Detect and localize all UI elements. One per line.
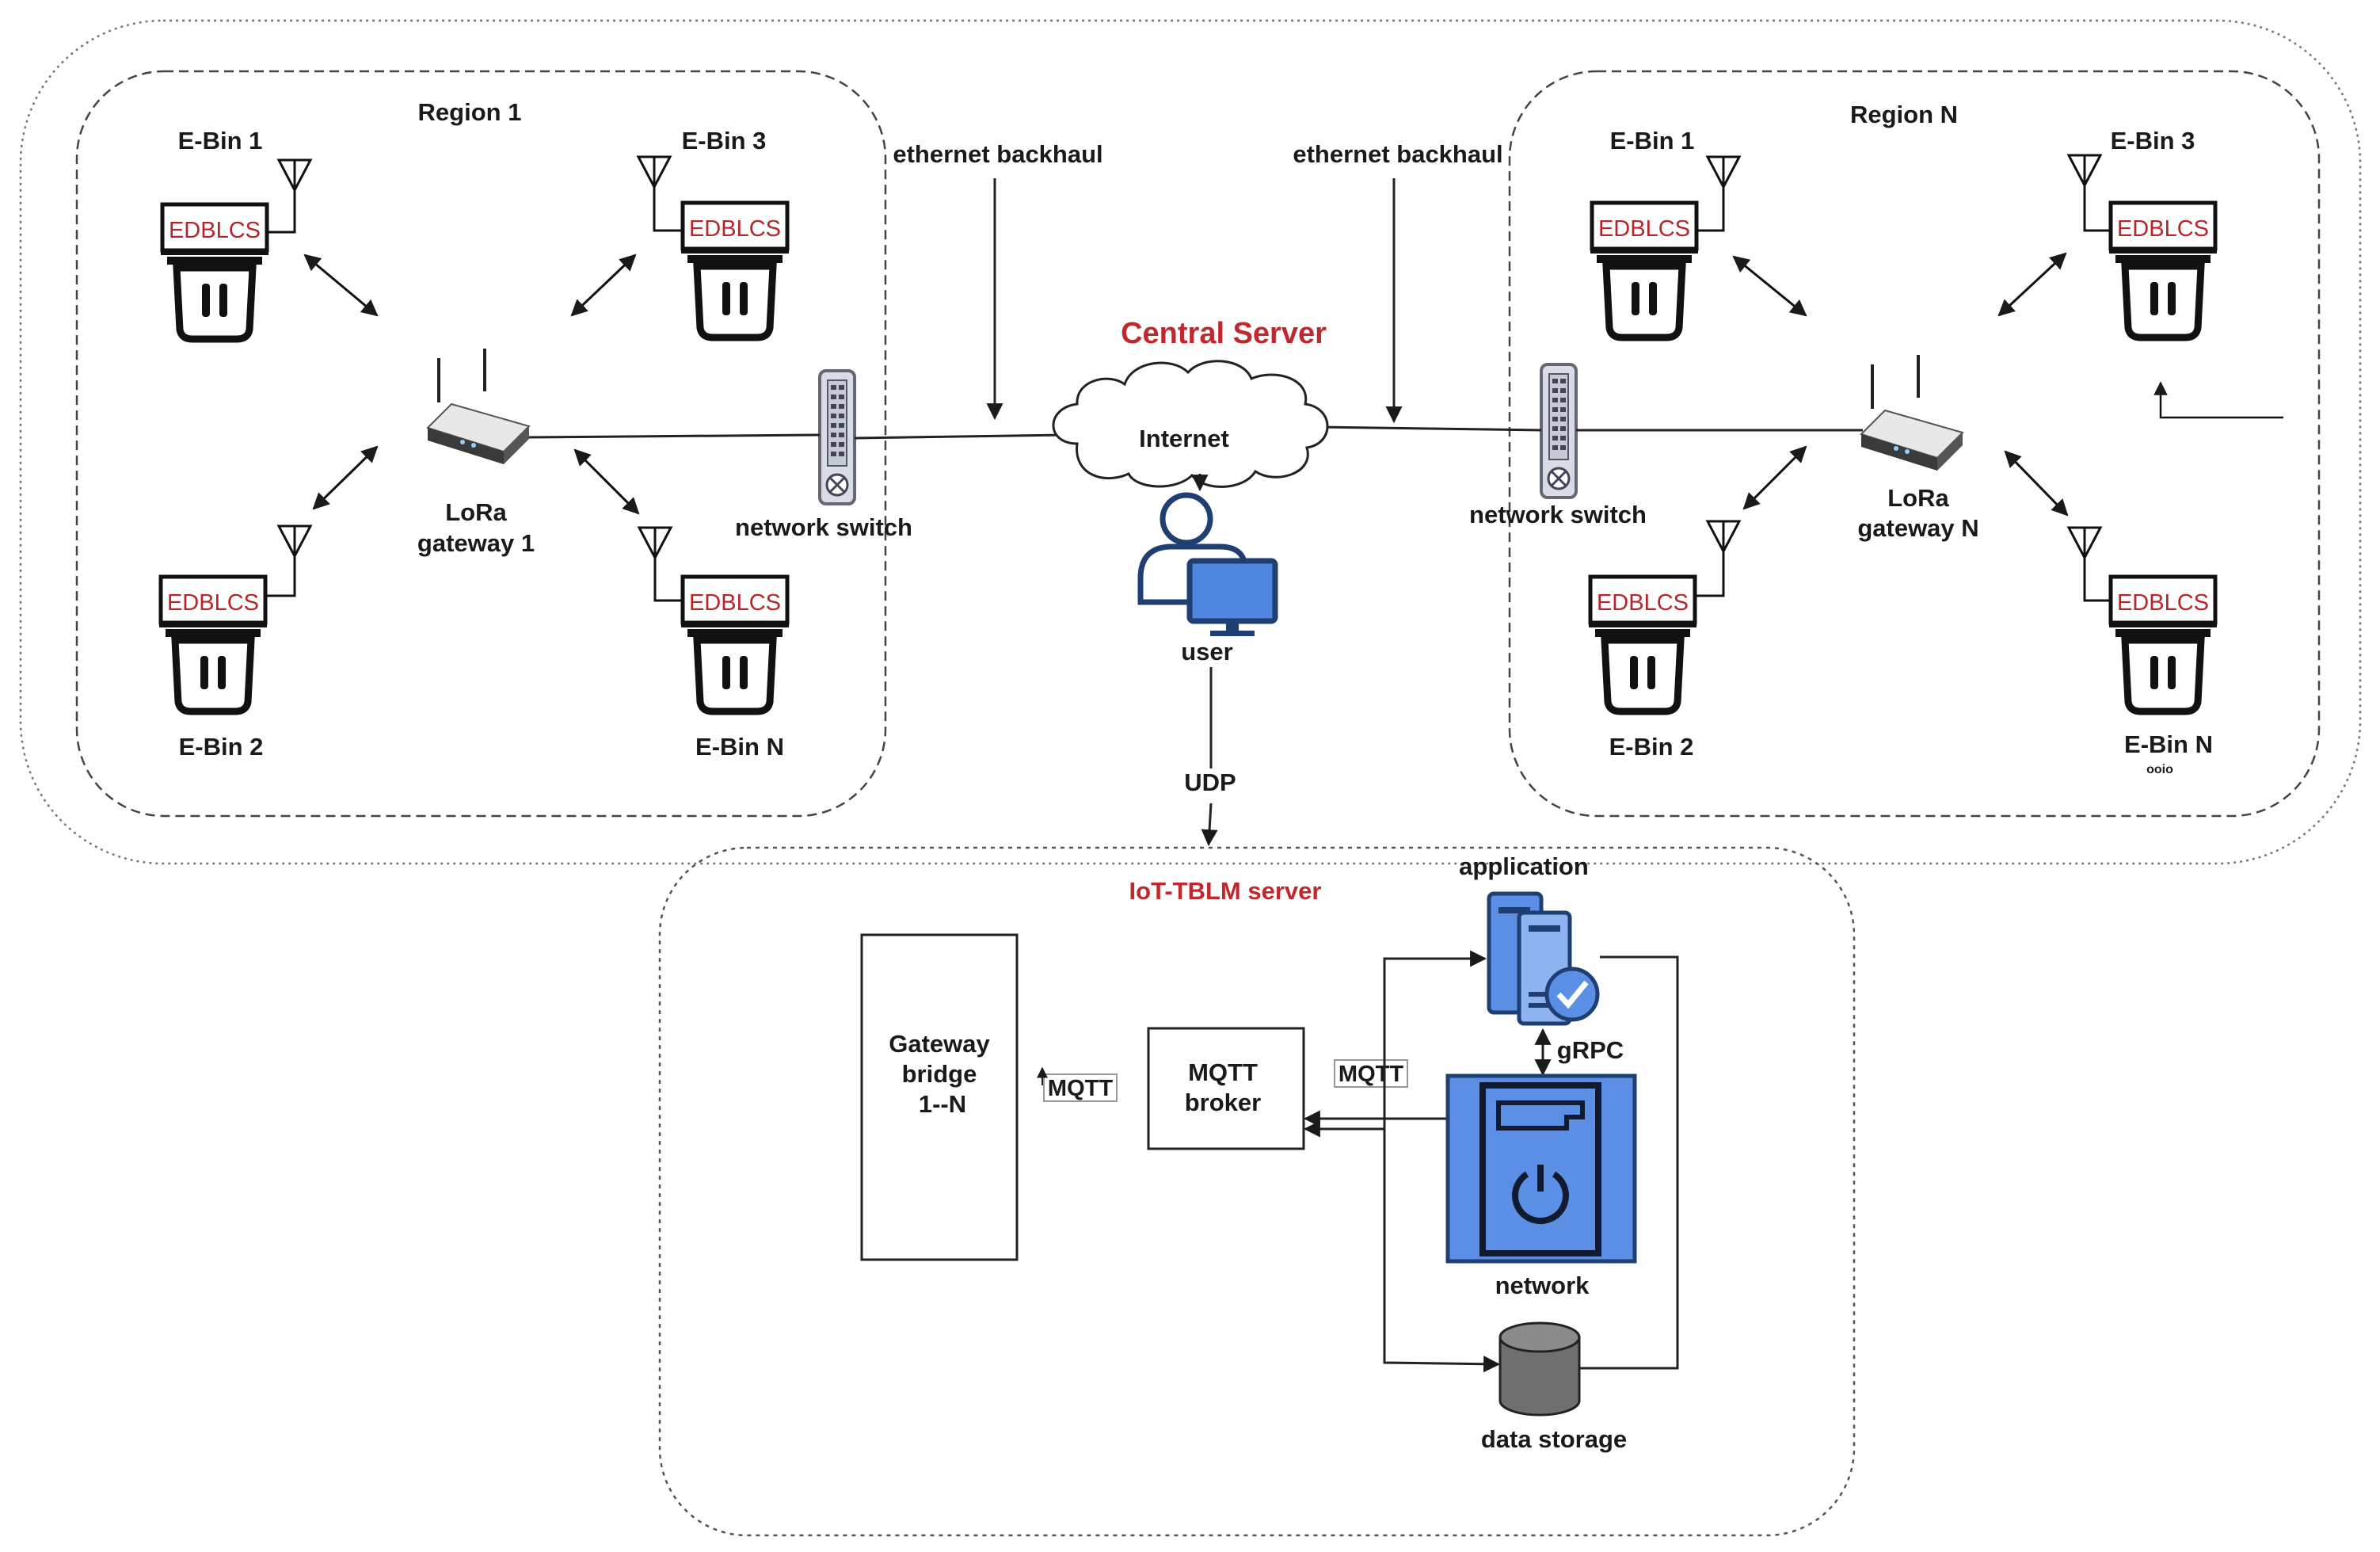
gateway-label-line2: gateway 1 xyxy=(417,529,535,557)
user-label: user xyxy=(1181,638,1232,665)
antenna-icon xyxy=(2067,154,2102,187)
radio-link-arrow xyxy=(2004,450,2069,517)
radio-link-arrow xyxy=(312,445,379,510)
e-bin-label: E-Bin 2 xyxy=(179,733,264,761)
antenna-icon xyxy=(277,158,312,192)
e-bin-note: ooio xyxy=(2146,763,2173,776)
bus-to-application-arrow xyxy=(1383,950,1487,1119)
application-server-icon xyxy=(1487,891,1600,1026)
mqtt-right-label: MQTT xyxy=(1339,1062,1403,1087)
e-bin-label: E-Bin 2 xyxy=(1609,733,1694,761)
antenna-icon xyxy=(1706,155,1741,189)
network-switch-label: network switch xyxy=(1469,501,1647,528)
mqtt-broker-box xyxy=(1147,1027,1305,1150)
mqtt-broker-label: MQTT xyxy=(1188,1058,1258,1086)
bin-display-label: EDBLCS xyxy=(2117,590,2209,616)
e-bin-label: E-Bin 1 xyxy=(178,127,263,154)
internet-cloud-icon xyxy=(1052,360,1329,488)
gateway-bridge-label: 1--N xyxy=(919,1090,966,1118)
network-server-icon xyxy=(1445,1073,1637,1264)
gateway-bridge-label: bridge xyxy=(902,1060,977,1088)
gateway-label-line1: LoRa xyxy=(445,498,507,526)
region-1-boundary xyxy=(75,70,887,818)
radio-link-arrow xyxy=(303,254,379,317)
region-1: EDBLCS E-Bin 1 EDBLCS E-Bin 3 EDBLCS E-B… xyxy=(159,127,912,761)
mqtt-right-tag xyxy=(1334,1059,1408,1088)
antenna-icon xyxy=(277,524,312,558)
internet-to-switchN-link xyxy=(1318,425,1542,432)
data-storage-label: data storage xyxy=(1481,1425,1627,1453)
broker-link-arrow xyxy=(1303,1119,1386,1138)
ethernet-backhaul-label: ethernet backhaul xyxy=(1293,140,1502,168)
region-n-title: Region N xyxy=(1850,101,1958,128)
e-bin-label: E-Bin N xyxy=(695,733,784,761)
lora-gateway-icon xyxy=(1860,353,1964,472)
application-to-storage-link xyxy=(1579,955,1679,1370)
antenna-icon xyxy=(637,155,672,189)
central-network-boundary xyxy=(19,19,2362,865)
udp-arrow xyxy=(1201,803,1218,847)
data-storage-icon xyxy=(1498,1321,1581,1417)
network-switch-icon xyxy=(1540,363,1578,499)
gateway-bridge-box xyxy=(860,933,1019,1261)
lora-gateway-icon xyxy=(426,347,531,466)
region-n-boundary xyxy=(1508,70,2321,818)
mqtt-broker-label: broker xyxy=(1185,1089,1261,1116)
bin-display-label: EDBLCS xyxy=(1598,216,1690,242)
user-computer-icon xyxy=(1137,492,1278,636)
mqtt-left-label: MQTT xyxy=(1048,1076,1113,1101)
central-server-title: Central Server xyxy=(1121,317,1327,350)
network-switch-icon xyxy=(818,369,856,505)
iot-server-boundary xyxy=(658,846,1856,1537)
gateway-bridge-label: Gateway xyxy=(889,1030,990,1058)
iot-tblm-server: Gateway bridge 1--N MQTT MQTT broker MQT… xyxy=(860,852,1679,1453)
bin-display-label: EDBLCS xyxy=(1597,590,1689,616)
bin-display-label: EDBLCS xyxy=(169,218,261,243)
network-switch-label: network switch xyxy=(735,513,912,541)
gateway-label-line2: gateway N xyxy=(1857,514,1978,542)
internet-label: Internet xyxy=(1139,425,1229,452)
e-bin-label: E-Bin 3 xyxy=(2111,127,2195,154)
radio-link-arrow xyxy=(1742,445,1807,510)
mqtt-left-tag xyxy=(1043,1073,1118,1102)
antenna-icon xyxy=(638,526,672,559)
grpc-label: gRPC xyxy=(1557,1036,1624,1064)
e-bin-label: E-Bin N xyxy=(2124,730,2213,758)
bin-display-label: EDBLCS xyxy=(689,216,781,242)
network-label: network xyxy=(1495,1272,1590,1299)
bus-to-storage-arrow xyxy=(1383,1119,1501,1373)
application-label: application xyxy=(1459,852,1589,880)
antenna-icon xyxy=(1706,520,1741,553)
switch1-to-internet-link xyxy=(854,433,1066,440)
stray-connector xyxy=(2153,381,2283,419)
region-n: EDBLCS E-Bin 1 EDBLCS E-Bin 3 EDBLCS E-B… xyxy=(1469,127,2283,776)
radio-link-arrow xyxy=(1997,252,2067,317)
radio-link-arrow xyxy=(573,448,640,515)
gateway1-to-switch-link xyxy=(528,433,821,439)
ethernet-backhaul-label: ethernet backhaul xyxy=(893,140,1102,168)
region-1-title: Region 1 xyxy=(418,98,522,126)
bin-display-label: EDBLCS xyxy=(167,590,259,616)
udp-label: UDP xyxy=(1184,768,1236,796)
radio-link-arrow xyxy=(1732,255,1807,317)
e-bin-label: E-Bin 3 xyxy=(682,127,767,154)
gateway-label-line1: LoRa xyxy=(1887,484,1949,512)
radio-link-arrow xyxy=(570,254,637,317)
iot-server-title: IoT-TBLM server xyxy=(1129,877,1322,905)
antenna-icon xyxy=(2067,526,2102,559)
bin-display-label: EDBLCS xyxy=(2117,216,2209,242)
bin-display-label: EDBLCS xyxy=(689,590,781,616)
e-bin-label: E-Bin 1 xyxy=(1610,127,1695,154)
